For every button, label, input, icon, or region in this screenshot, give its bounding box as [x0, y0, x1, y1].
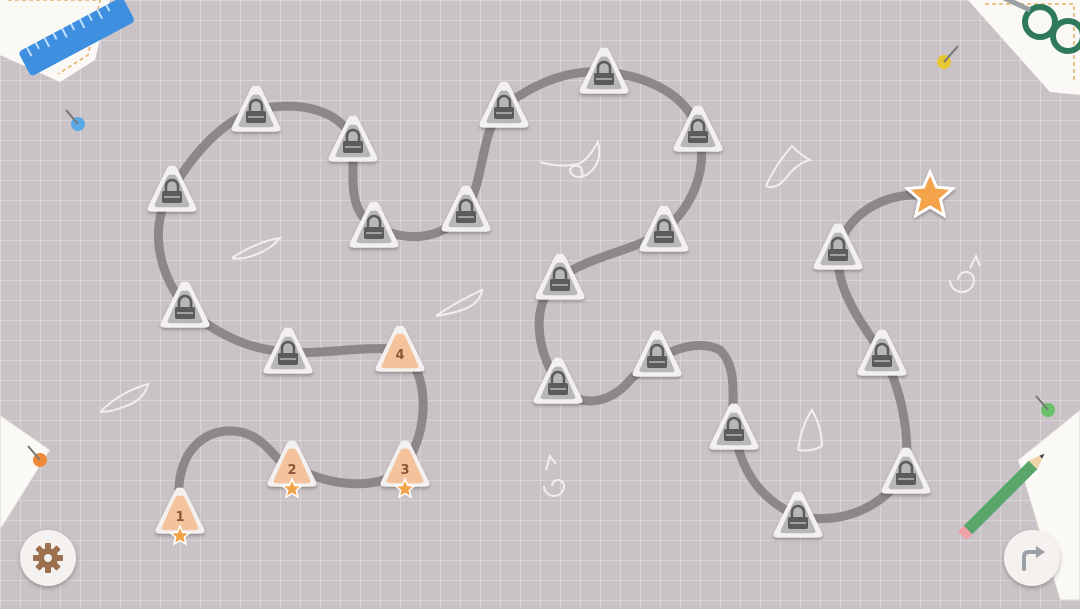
locked-level-node[interactable]: [709, 403, 759, 450]
scissors-icon: [1002, 0, 1080, 54]
ruler-icon: [19, 0, 134, 76]
lock-icon: [456, 198, 476, 223]
locked-level-node[interactable]: [349, 201, 399, 248]
pushpin-icon: [27, 45, 1055, 467]
lock-icon: [724, 416, 744, 441]
level-node-1[interactable]: 1: [155, 487, 205, 546]
level-number: 1: [175, 510, 184, 525]
locked-level-node[interactable]: [479, 81, 529, 128]
locked-level-node[interactable]: [579, 47, 629, 94]
lock-icon: [494, 94, 514, 119]
lock-icon: [647, 343, 667, 368]
notepad-left: [0, 414, 51, 531]
lock-icon: [828, 236, 848, 261]
lock-icon: [550, 266, 570, 291]
settings-button[interactable]: [20, 530, 76, 586]
level-star-icon: [393, 477, 417, 499]
lock-icon: [278, 340, 298, 365]
level-node-3[interactable]: 3: [380, 440, 430, 499]
lock-icon: [896, 460, 916, 485]
lock-icon: [654, 218, 674, 243]
lock-icon: [594, 60, 614, 85]
locked-level-node[interactable]: [533, 357, 583, 404]
lock-icon: [788, 504, 808, 529]
level-node-4[interactable]: 4: [375, 325, 425, 372]
level-star-icon: [280, 477, 304, 499]
cat-paperclip-icon: [99, 139, 981, 497]
locked-level-node[interactable]: [263, 327, 313, 374]
locked-level-node[interactable]: [773, 491, 823, 538]
locked-level-node[interactable]: [147, 165, 197, 212]
locked-level-node[interactable]: [813, 223, 863, 270]
level-number: 2: [287, 463, 296, 478]
level-number: 4: [395, 348, 404, 363]
gear-icon: [33, 543, 63, 573]
locked-level-node[interactable]: [632, 330, 682, 377]
level-node-2[interactable]: 2: [267, 440, 317, 499]
lock-icon: [162, 178, 182, 203]
locked-level-node[interactable]: [881, 447, 931, 494]
arrow-turn-right-icon: [1022, 546, 1045, 571]
level-number: 3: [400, 463, 409, 478]
lock-icon: [343, 128, 363, 153]
pencil-icon: [958, 453, 1045, 540]
locked-level-node[interactable]: [160, 281, 210, 328]
star-icon[interactable]: [903, 168, 957, 219]
locked-level-node[interactable]: [639, 205, 689, 252]
lock-icon: [175, 294, 195, 319]
locked-level-node[interactable]: [535, 253, 585, 300]
locked-level-node[interactable]: [328, 115, 378, 162]
lock-icon: [688, 118, 708, 143]
lock-icon: [872, 342, 892, 367]
lock-icon: [246, 98, 266, 123]
locked-level-node[interactable]: [673, 105, 723, 152]
lock-icon: [548, 370, 568, 395]
lock-icon: [364, 214, 384, 239]
level-star-icon: [168, 524, 192, 546]
locked-level-node[interactable]: [441, 185, 491, 232]
next-button[interactable]: [1004, 530, 1060, 586]
locked-level-node[interactable]: [857, 329, 907, 376]
notepad-right: [1017, 409, 1080, 601]
locked-level-node[interactable]: [231, 85, 281, 132]
